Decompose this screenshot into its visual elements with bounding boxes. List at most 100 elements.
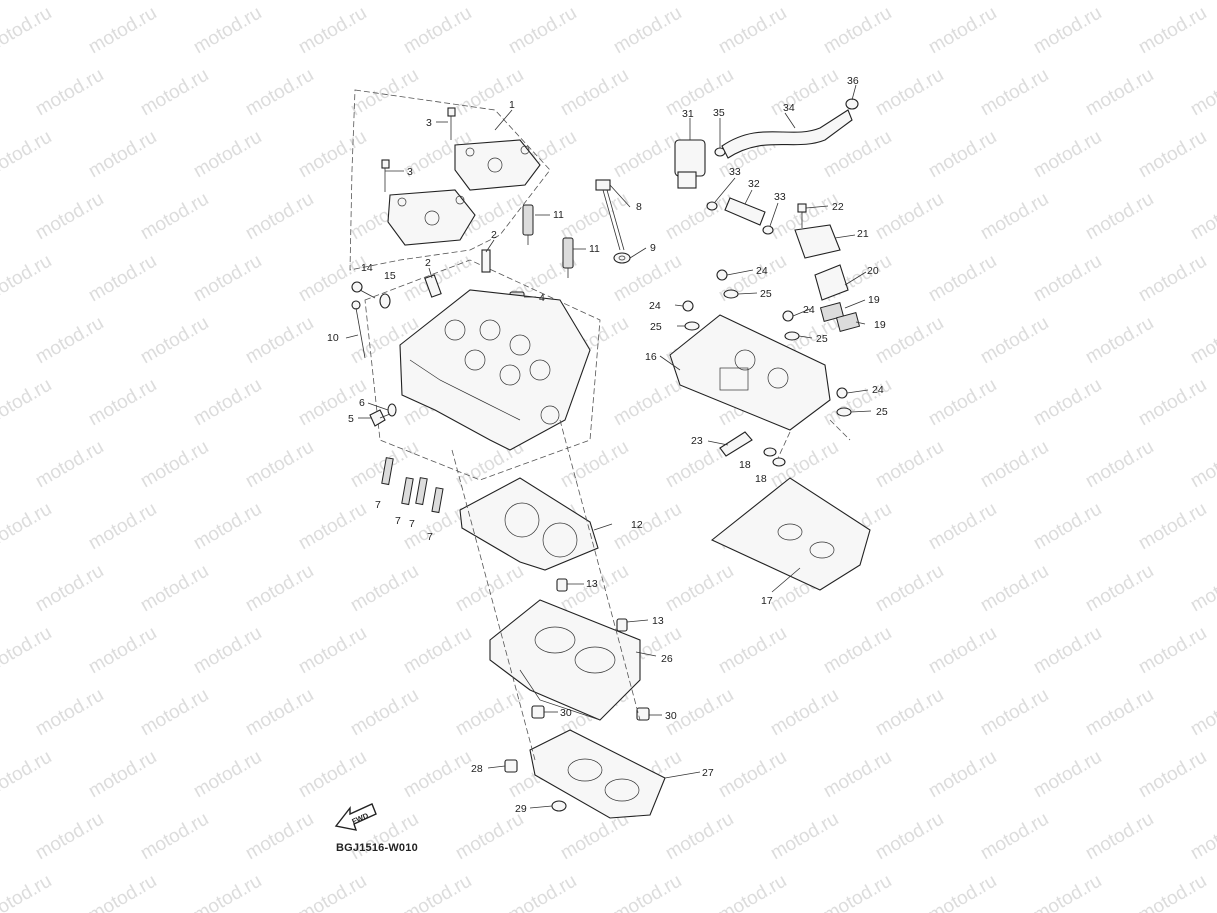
callout-32: 32 — [748, 178, 760, 190]
callout-15: 15 — [384, 270, 396, 282]
callout-25-a: 25 — [760, 288, 772, 300]
dowel-2-a[interactable] — [481, 249, 491, 273]
callout-13-a: 13 — [586, 578, 598, 590]
callout-4: 4 — [539, 292, 545, 304]
callout-8: 8 — [636, 201, 642, 213]
callout-17: 17 — [761, 595, 773, 607]
callout-18-b: 18 — [755, 473, 767, 485]
cylinder-26[interactable] — [489, 599, 641, 721]
dowel-2-b[interactable] — [424, 274, 442, 298]
stud-7-c[interactable] — [415, 477, 428, 506]
callout-12: 12 — [631, 519, 643, 531]
oring-29[interactable] — [551, 800, 567, 812]
assembly-1-outline — [349, 89, 551, 271]
callout-24-a: 24 — [756, 265, 768, 277]
grommet-25-b[interactable] — [684, 321, 700, 331]
dowel-13-a[interactable] — [556, 578, 568, 592]
callout-28: 28 — [471, 763, 483, 775]
callout-24-b: 24 — [649, 300, 661, 312]
clip-33-a[interactable] — [706, 201, 718, 211]
callout-9: 9 — [650, 242, 656, 254]
air-valve-31[interactable] — [674, 118, 706, 189]
camshaft-cap-lower[interactable] — [387, 189, 476, 246]
callout-25-b: 25 — [650, 321, 662, 333]
spark-plug-2[interactable] — [562, 237, 574, 278]
grommet-25-c[interactable] — [784, 331, 800, 341]
callout-19-b: 19 — [874, 319, 886, 331]
callout-18-a: 18 — [739, 459, 751, 471]
bolt-22[interactable] — [797, 203, 807, 228]
grommet-25-a[interactable] — [723, 289, 739, 299]
callout-labels: 1 2 2 3 3 4 5 6 7 7 7 7 8 9 10 11 11 12 … — [327, 75, 888, 815]
bolt-24-c[interactable] — [782, 310, 794, 322]
callout-7-c: 7 — [409, 518, 415, 530]
callout-23: 23 — [691, 435, 703, 447]
callout-2-a: 2 — [491, 229, 497, 241]
head-gasket-12[interactable] — [459, 477, 599, 571]
bolt-24-b[interactable] — [682, 300, 694, 312]
fwd-arrow: FWD — [334, 803, 377, 831]
spark-plug-1[interactable] — [522, 204, 534, 245]
callout-21: 21 — [857, 228, 869, 240]
bolt-10[interactable] — [351, 300, 366, 359]
bolt-24-a[interactable] — [716, 269, 728, 281]
callout-16: 16 — [645, 351, 657, 363]
reed-plate-20[interactable] — [814, 264, 849, 301]
reed-cover-21[interactable] — [794, 224, 841, 259]
stud-7-b[interactable] — [401, 477, 414, 506]
clip-33-b[interactable] — [762, 225, 774, 235]
gasket-23[interactable] — [719, 431, 753, 457]
callout-30-a: 30 — [560, 707, 572, 719]
base-gasket-27[interactable] — [529, 729, 666, 819]
callout-36: 36 — [847, 75, 859, 87]
camshaft-cap-upper[interactable] — [454, 139, 541, 191]
bolt-24-d[interactable] — [836, 387, 848, 399]
callout-24-d: 24 — [872, 384, 884, 396]
hose-32[interactable] — [724, 197, 766, 226]
washer-9[interactable] — [613, 252, 631, 264]
callout-33-a: 33 — [729, 166, 741, 178]
cylinder-head-cover-16[interactable] — [669, 314, 831, 431]
head-cover-gasket-17[interactable] — [710, 477, 871, 591]
callout-14: 14 — [361, 262, 373, 274]
callout-25-d: 25 — [876, 406, 888, 418]
callout-34: 34 — [783, 102, 795, 114]
dowel-30-a[interactable] — [531, 705, 545, 719]
bolt-3-upper[interactable] — [447, 107, 456, 140]
washer-6[interactable] — [387, 403, 397, 417]
stud-7-a[interactable] — [381, 457, 394, 486]
washer-18-b[interactable] — [772, 457, 786, 467]
dowel-13-b[interactable] — [616, 618, 628, 632]
callout-35: 35 — [713, 107, 725, 119]
hose-34[interactable] — [721, 109, 853, 159]
callout-3-a: 3 — [426, 117, 432, 129]
callout-20: 20 — [867, 265, 879, 277]
bolt-14[interactable] — [351, 281, 376, 299]
callout-29: 29 — [515, 803, 527, 815]
bolt-3-lower[interactable] — [381, 159, 390, 192]
reed-valve-19-a[interactable] — [819, 302, 845, 322]
leader-lines — [345, 84, 872, 809]
callout-26: 26 — [661, 653, 673, 665]
stud-7-d[interactable] — [431, 487, 444, 514]
washer-15[interactable] — [379, 293, 391, 309]
callout-33-b: 33 — [774, 191, 786, 203]
callout-1: 1 — [509, 99, 515, 111]
clip-36[interactable] — [845, 98, 859, 110]
cylinder-head[interactable] — [399, 289, 591, 451]
callout-10: 10 — [327, 332, 339, 344]
washer-18-a[interactable] — [763, 447, 777, 457]
reed-valve-19-b[interactable] — [835, 312, 861, 332]
dowel-30-b[interactable] — [636, 707, 650, 721]
fwd-arrow-icon — [334, 803, 377, 831]
head-group-outline — [364, 259, 601, 481]
callout-6: 6 — [359, 397, 365, 409]
grommet-25-d[interactable] — [836, 407, 852, 417]
callout-13-b: 13 — [652, 615, 664, 627]
callout-5: 5 — [348, 413, 354, 425]
dowel-28[interactable] — [504, 759, 518, 773]
callout-31: 31 — [682, 108, 694, 120]
long-bolt-8[interactable] — [595, 179, 625, 251]
